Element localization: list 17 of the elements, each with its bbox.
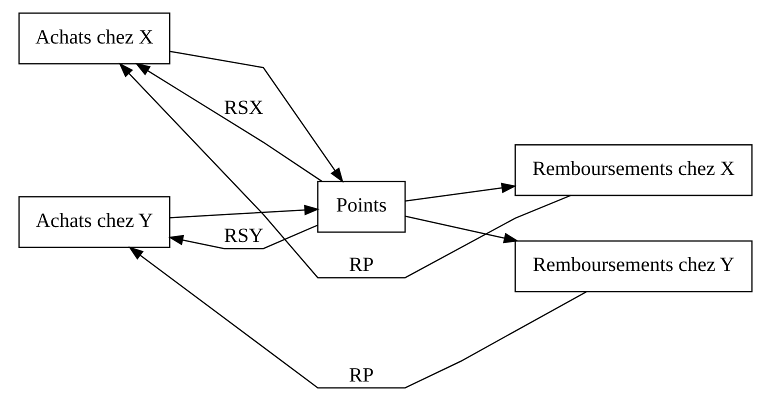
arrow — [405, 216, 519, 244]
edge-label: RSY — [224, 225, 264, 248]
node-box: Achats chez Y — [18, 196, 170, 248]
node-box: Achats chez X — [18, 12, 170, 64]
edge-label: RP — [349, 364, 374, 386]
node-box: Remboursements chez Y — [514, 240, 753, 292]
node-box: Points — [317, 180, 406, 233]
node-box: Remboursements chez X — [514, 144, 753, 196]
arrow — [128, 246, 587, 388]
edge-label: RSX — [224, 97, 264, 120]
arrow — [118, 62, 571, 278]
arrow — [168, 224, 318, 250]
arrow — [170, 204, 320, 218]
arrow — [405, 182, 517, 202]
edge-label: RP — [349, 254, 374, 276]
arrow — [135, 62, 322, 182]
arrow — [170, 50, 344, 183]
